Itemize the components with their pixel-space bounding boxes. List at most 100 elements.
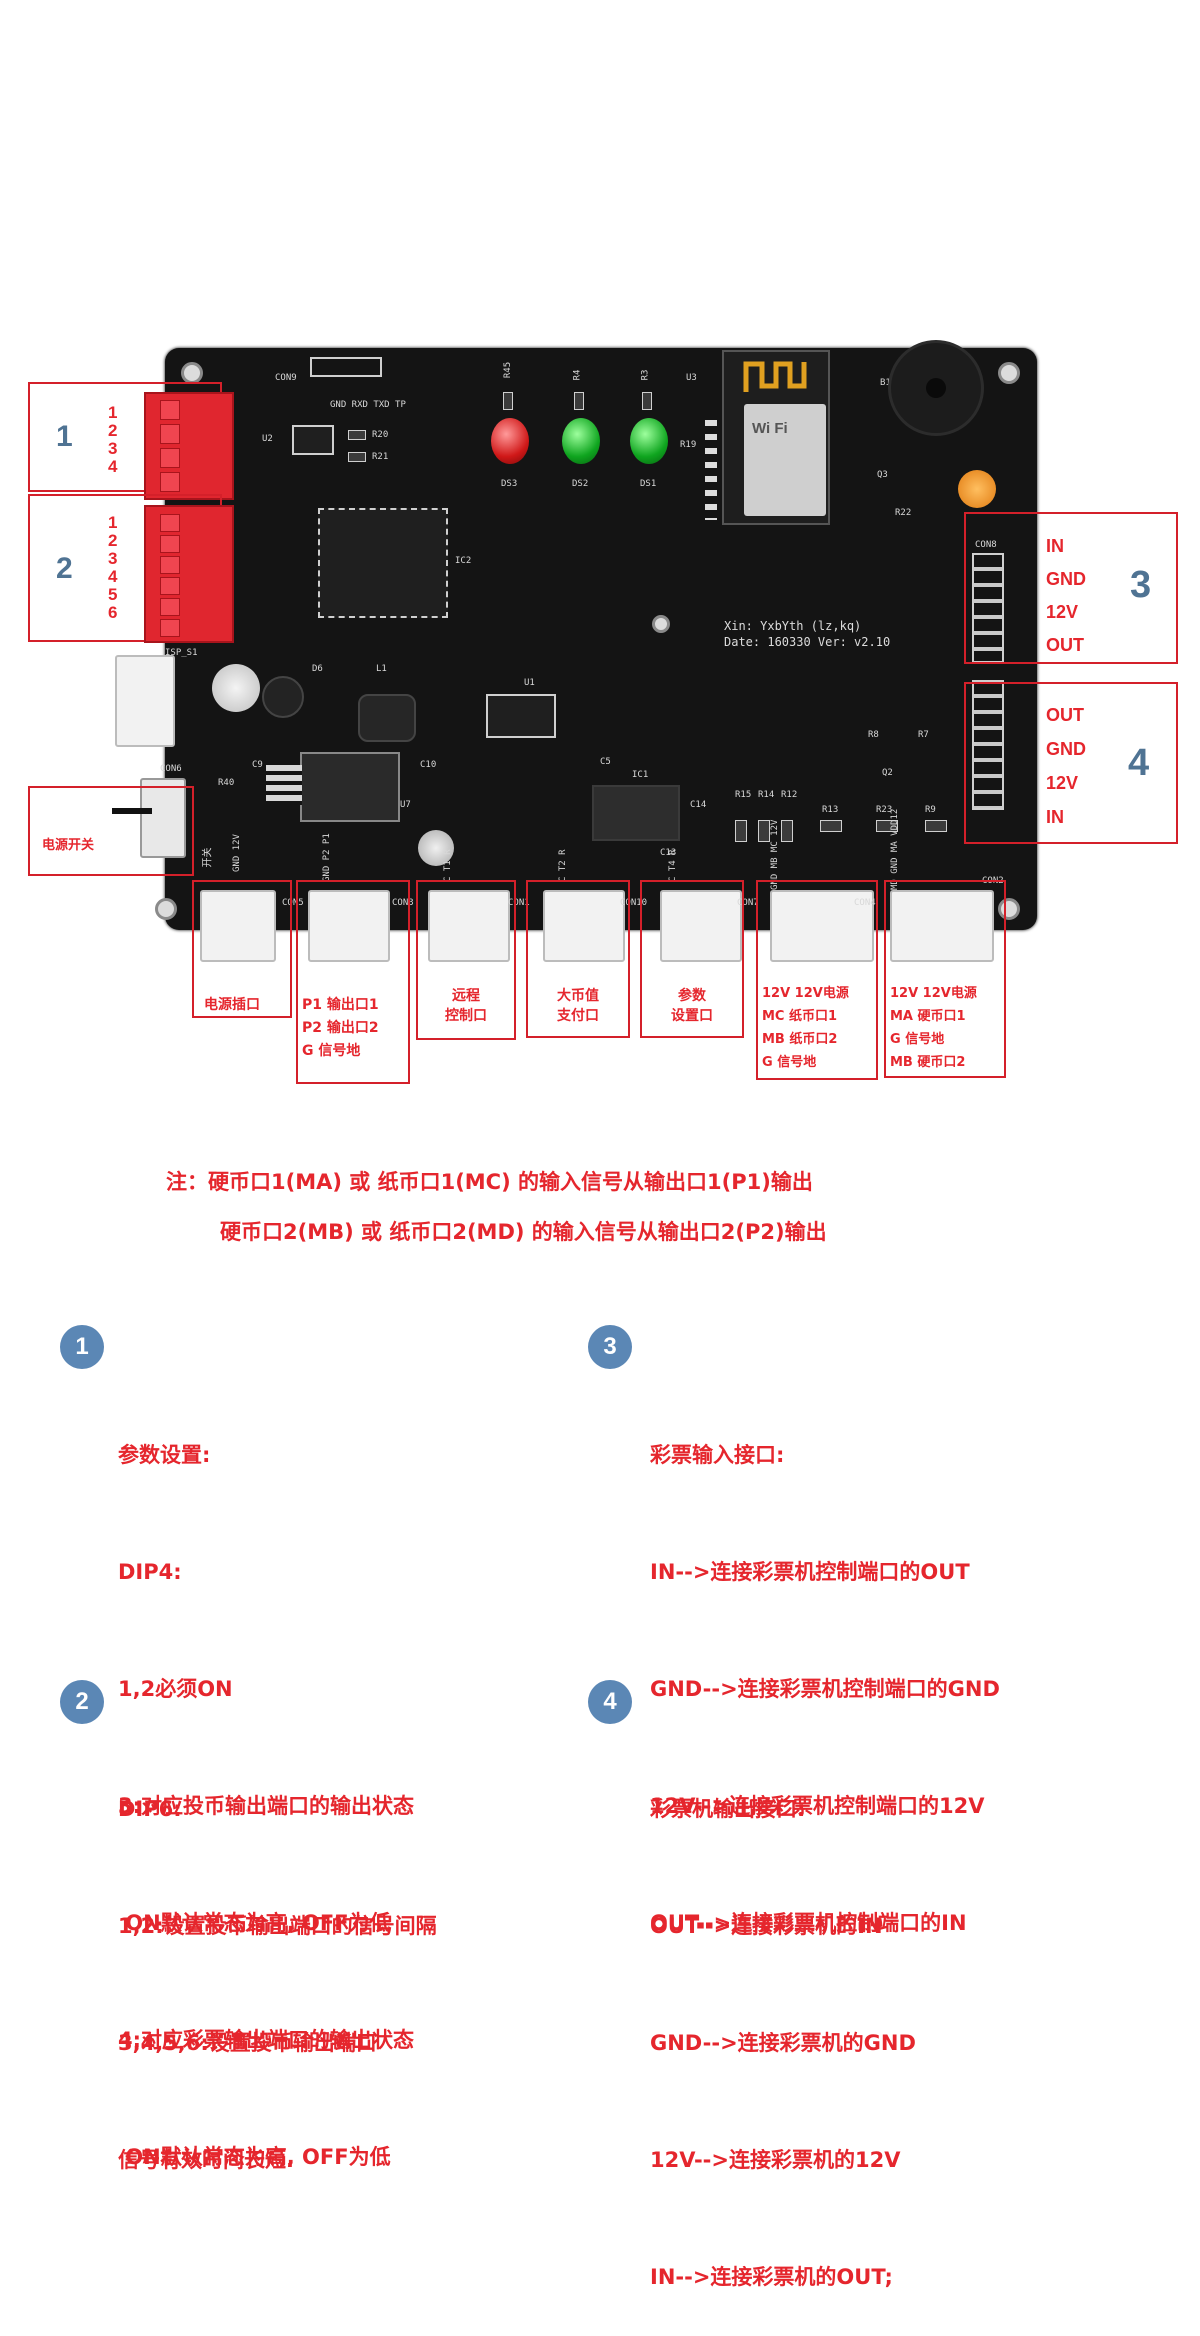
red-led-icon [491,418,529,464]
port-label-remote: 远程 控制口 [416,986,516,1026]
section-line: IN-->连接彩票机控制端口的OUT [650,1560,970,1584]
annotation-box-4 [964,682,1178,844]
mounting-hole [998,898,1020,920]
power-switch[interactable] [140,778,186,858]
silk-label: R21 [372,452,389,462]
pin-header-right [972,680,1004,810]
pin-label: 12V [1046,773,1079,793]
silk-label: R19 [680,440,697,450]
pin-label: 3 [108,439,118,458]
silk-label: CON6 [160,764,182,774]
annotation-power-in [192,880,292,1018]
silk-label: CON9 [275,373,297,383]
section-badge-1: 1 [60,1325,104,1369]
pin-label: 4 [108,567,118,586]
dip-switch-4[interactable] [144,392,234,500]
port-label-param: 参数 设置口 [640,986,744,1026]
silk-label: CON4 [854,898,876,908]
pin-label: 1 [108,403,118,422]
silk-label: CON1 [508,898,530,908]
section-line: ON默认常态为高, OFF为低 [118,1911,391,1935]
port-line: 12V 12V电源 [762,986,849,1001]
annotation-box-3 [964,512,1178,664]
section-4-text: 彩票机输出接口: OUT-->连接彩票机的IN GND-->连接彩票机的GND … [650,1712,916,2336]
connector-con5 [200,890,276,962]
dip-lever[interactable] [160,424,180,444]
port-line: MA 硬币口1 [890,1009,966,1024]
silk-label: R20 [372,430,389,440]
dip-lever[interactable] [160,535,180,553]
port-line: G 信号地 [302,1043,361,1059]
dip-lever[interactable] [160,400,180,420]
section-line: OUT-->连接彩票机的IN [650,1914,883,1938]
silk-label: U7 [400,800,411,810]
dip-lever[interactable] [160,598,180,616]
dip-lever[interactable] [160,577,180,595]
dip-switch-6[interactable] [144,505,234,643]
resistor [781,820,793,842]
note-line-1: 注：硬币口1(MA) 或 纸币口1(MC) 的输入信号从输出口1(P1)输出 [166,1170,813,1194]
port-line: 大币值 [557,988,599,1004]
silk-label: DS1 [640,479,657,489]
dip-lever[interactable] [160,472,180,492]
silk-label: C T4 R [668,849,678,882]
silk-label: R8 [868,730,879,740]
silk-label: CON3 [392,898,414,908]
port-line: MC 纸币口1 [762,1009,838,1024]
silk-label: GND 12V [232,834,242,872]
group3-pin-list: IN GND 12V OUT [1046,530,1086,662]
connector-con4 [770,890,874,962]
pin-label: OUT [1046,705,1084,725]
silk-line: Xin: YxbYth (lz,kq) [724,619,862,633]
silk-label: U3 [686,373,697,383]
mounting-hole [652,615,670,633]
section-line: 参数设置: [118,1443,211,1467]
section-line: DIP4: [118,1560,182,1584]
silk-label: C14 [690,800,707,810]
annotation-remote [416,880,516,1040]
section-line: GND-->连接彩票机的GND [650,2031,916,2055]
silk-label: L1 [376,664,387,674]
port-line: P2 输出口2 [302,1020,379,1036]
section-line: OUT-->连接彩票机控制端口的IN [650,1911,967,1935]
mounting-hole [181,362,203,384]
group-number-4: 4 [1128,742,1150,784]
silk-label: CON5 [282,898,304,908]
note-line-2: 硬币口2(MB) 或 纸币口2(MD) 的输入信号从输出口2(P2)输出 [220,1220,827,1244]
silk-label: C T2 R [558,849,568,882]
silk-label: R23 [876,805,893,815]
resistor [925,820,947,832]
silk-label: D6 [312,664,323,674]
section-line: 12V-->连接彩票机控制端口的12V [650,1794,985,1818]
silk-label: CON10 [620,898,648,908]
silk-label: Q3 [877,470,888,480]
silk-label: IC1 [632,770,649,780]
pin-label: GND [1046,569,1086,589]
group4-pin-list: OUT GND 12V IN [1046,698,1086,834]
dip-lever[interactable] [160,556,180,574]
section-line: 1,2:设置投币输出端口的信号间隔 [118,1914,437,1938]
wifi-shield [744,404,826,516]
wifi-antenna-icon [742,356,810,398]
section-line: 彩票输入接口: [650,1443,785,1467]
group-number-3: 3 [1130,564,1152,606]
silk-label: R22 [895,508,912,518]
silk-label: U1 [524,678,535,688]
silk-label: R15 [735,790,752,800]
section-line: 1,2必须ON [118,1677,233,1701]
pin-label: 12V [1046,602,1079,622]
switch-lever[interactable] [112,808,152,814]
silk-label: R13 [822,805,839,815]
capacitor-icon [262,676,304,718]
dip-lever[interactable] [160,514,180,532]
dip-lever[interactable] [160,619,180,637]
pin-label: GND [1046,739,1086,759]
resistor [348,452,366,462]
port-label-coin: 12V 12V电源 MA 硬币口1 G 信号地 MB 硬币口2 [890,982,977,1074]
silk-label: IC2 [455,556,472,566]
annotation-output [296,880,410,1084]
green-led-icon [562,418,600,464]
section-line: GND-->连接彩票机控制端口的GND [650,1677,1000,1701]
mounting-hole [998,362,1020,384]
dip-lever[interactable] [160,448,180,468]
